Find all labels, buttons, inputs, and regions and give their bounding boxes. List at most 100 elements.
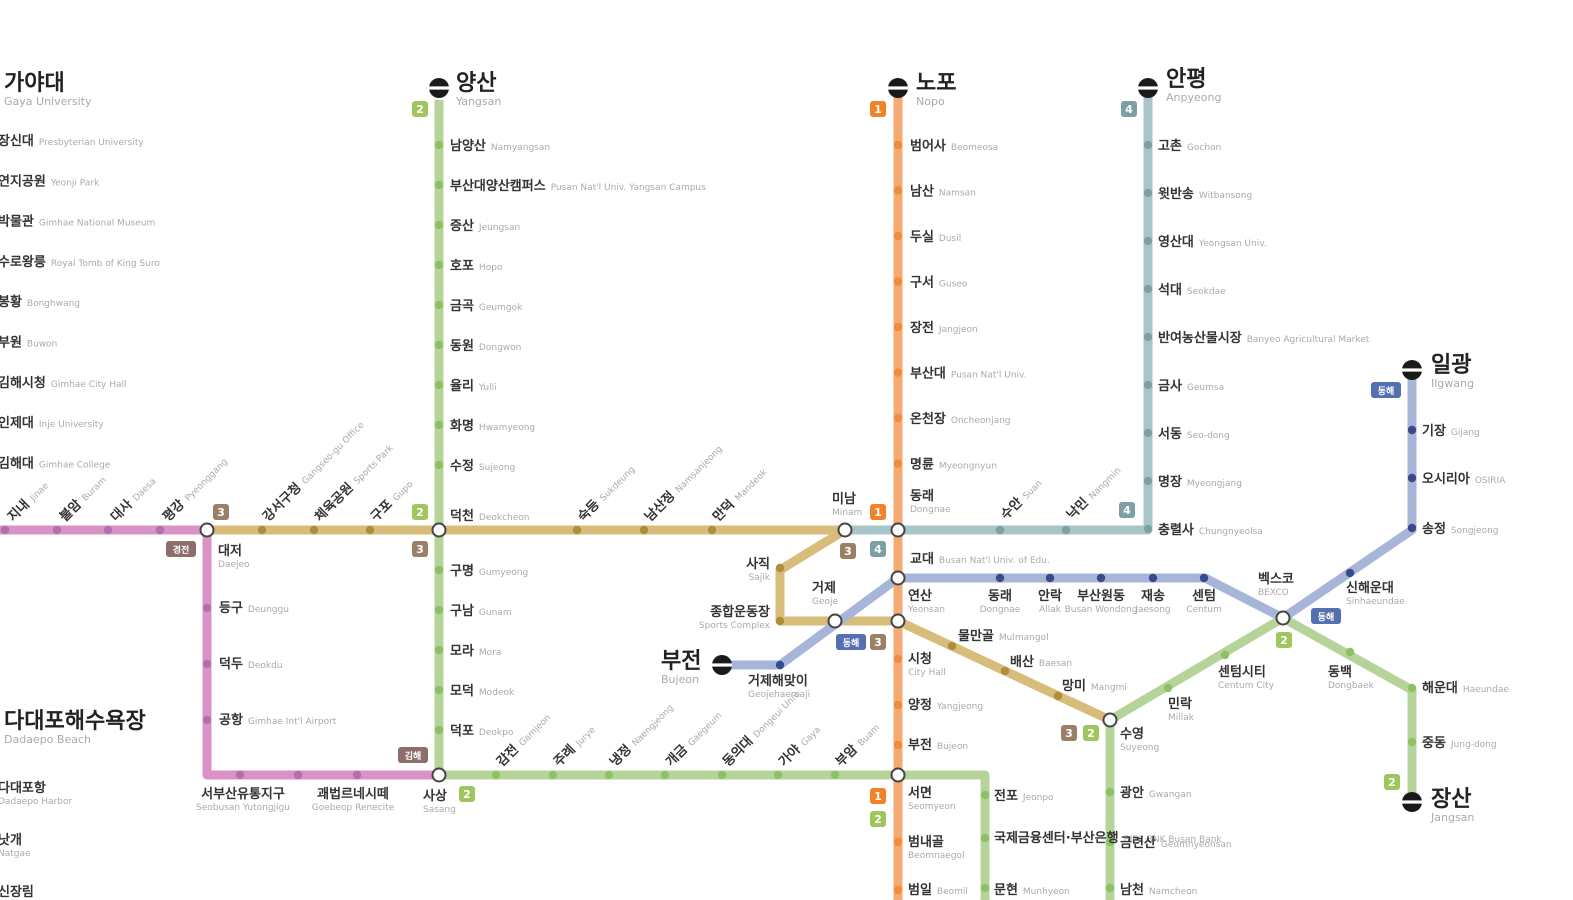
- station-dot-l2n-3[interactable]: [434, 260, 444, 270]
- transfer-suyeong[interactable]: [1102, 712, 1118, 728]
- station-dot-l3-mul[interactable]: [947, 641, 957, 651]
- station-bgl-diag-1[interactable]: 불암Buram: [57, 472, 110, 525]
- station-dot-l1n-2[interactable]: [893, 231, 903, 241]
- station-dot-l1s-2[interactable]: [893, 654, 903, 664]
- station-l4-diag-1[interactable]: 낙민Nangmin: [1064, 462, 1125, 523]
- station-dot-l4-0[interactable]: [1143, 140, 1153, 150]
- terminus-yangsan[interactable]: [429, 78, 449, 98]
- station-dot-bgls-2[interactable]: [202, 715, 212, 725]
- station-dot-l1n-6[interactable]: [893, 413, 903, 423]
- station-dot-l2e-9[interactable]: [1345, 647, 1355, 657]
- transfer-daejeo[interactable]: [199, 522, 215, 538]
- station-dot-l2d-3[interactable]: [660, 770, 670, 780]
- station-dot-bglh-2[interactable]: [352, 770, 362, 780]
- station-dot-l3-baesan[interactable]: [1000, 666, 1010, 676]
- transfer-geoje[interactable]: [827, 613, 843, 629]
- station-sinjangrim[interactable]: 신장림: [0, 884, 34, 900]
- station-dot-dh-3[interactable]: [1096, 573, 1106, 583]
- station-dot-l3-1[interactable]: [309, 525, 319, 535]
- station-dot-l4-2[interactable]: [1143, 236, 1153, 246]
- station-dot-l1n-1[interactable]: [893, 186, 903, 195]
- station-dot-l4-4[interactable]: [1143, 332, 1153, 342]
- station-dot-l2e-1[interactable]: [980, 833, 990, 843]
- station-dot-l2n-5[interactable]: [434, 340, 444, 350]
- terminus-ilgwang[interactable]: [1402, 360, 1422, 380]
- station-dot-l3-2[interactable]: [365, 525, 375, 535]
- station-dot-l1n-7[interactable]: [893, 459, 903, 468]
- station-dot-l4-1[interactable]: [1143, 188, 1153, 198]
- station-dot-l2n-6[interactable]: [434, 380, 444, 390]
- transfer-gyodae[interactable]: [890, 570, 906, 586]
- station-dot-l2d-6[interactable]: [830, 770, 840, 780]
- station-dot-l2d-2[interactable]: [604, 770, 614, 780]
- station-dot-l1s-4[interactable]: [893, 740, 903, 750]
- station-dot-dh-0[interactable]: [775, 660, 785, 670]
- station-dot-l1n-0[interactable]: [893, 140, 903, 150]
- station-dot-l1n-4[interactable]: [893, 322, 903, 332]
- transfer-seomyeon[interactable]: [890, 767, 906, 783]
- station-dot-l2e-11[interactable]: [1407, 737, 1417, 747]
- station-dot-l3-3[interactable]: [572, 525, 582, 535]
- station-dot-l4-6[interactable]: [1143, 428, 1153, 438]
- station-dot-l4-8[interactable]: [1143, 524, 1153, 534]
- station-l2-diag-1[interactable]: 주례Jurye: [551, 722, 599, 770]
- station-bgl-diag-0[interactable]: 지내Jinae: [5, 477, 53, 525]
- station-dot-l4d-1[interactable]: [1061, 525, 1071, 535]
- terminus-bujeon[interactable]: [712, 655, 732, 675]
- station-dot-l2n-1[interactable]: [434, 180, 444, 190]
- station-dot-l2n-0[interactable]: [434, 140, 444, 150]
- terminus-anpyeong[interactable]: [1138, 78, 1158, 98]
- station-dot-dh-9[interactable]: [1407, 425, 1417, 435]
- station-dot-dh-2[interactable]: [1045, 573, 1055, 583]
- transfer-yeonsan[interactable]: [890, 613, 906, 629]
- station-dot-bglh-1[interactable]: [293, 770, 303, 780]
- station-dot-l3-4[interactable]: [639, 525, 649, 535]
- terminus-jangsan[interactable]: [1402, 792, 1422, 812]
- transfer-bexco[interactable]: [1275, 610, 1291, 626]
- station-dot-l1s-3[interactable]: [893, 700, 903, 710]
- station-dot-l1s-6[interactable]: [893, 837, 903, 847]
- station-dot-dh-5[interactable]: [1199, 573, 1209, 583]
- station-dot-l2e-7[interactable]: [1220, 650, 1230, 660]
